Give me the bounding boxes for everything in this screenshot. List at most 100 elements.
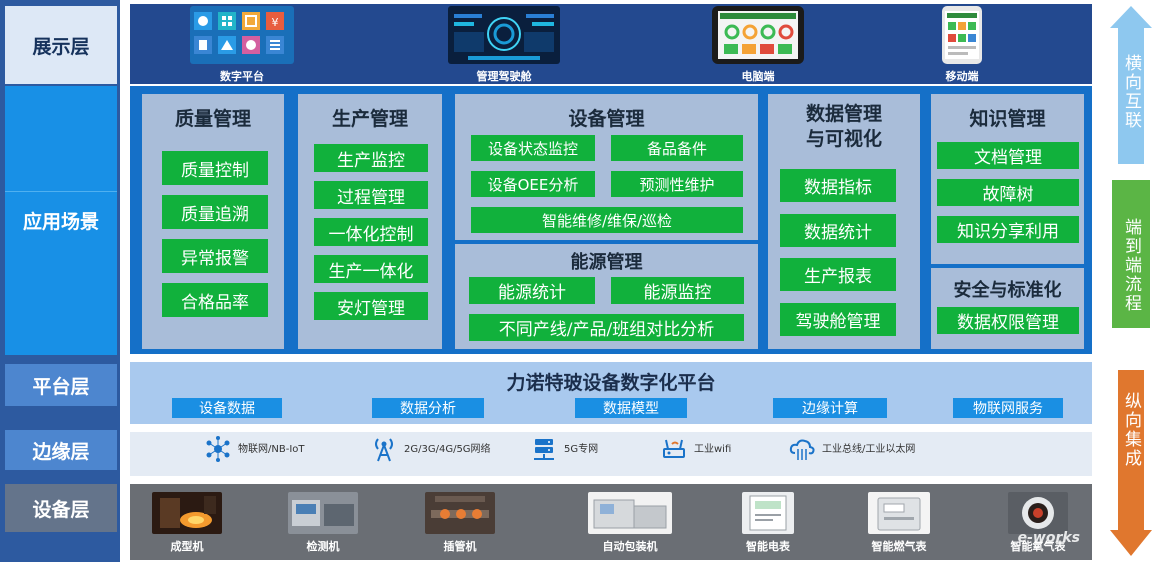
layer-divider	[5, 191, 117, 192]
layer-display-label: 展示层	[5, 6, 117, 84]
oxygen-meter-photo	[1008, 492, 1068, 534]
device-label: 智能电表	[746, 540, 790, 553]
data-mgmt-item-cockpit[interactable]: 驾驶舱管理	[780, 303, 896, 336]
edge-item-label: 工业总线/工业以太网	[822, 443, 916, 455]
end-to-end-text: 端到端流程	[1112, 218, 1150, 320]
equipment-item-status[interactable]: 设备状态监控	[471, 135, 595, 161]
display-band: ¥ 数字平台 管理驾驶舱	[130, 4, 1092, 84]
device-label: 成型机	[170, 540, 204, 553]
display-item-desktop[interactable]: 电脑端	[712, 6, 804, 84]
platform-tag-iot-service[interactable]: 物联网服务	[953, 398, 1063, 418]
data-mgmt-item-indicators[interactable]: 数据指标	[780, 169, 896, 202]
energy-item-monitor[interactable]: 能源监控	[611, 277, 744, 304]
device-forming-machine: 成型机	[152, 492, 222, 554]
knowledge-item-documents[interactable]: 文档管理	[937, 142, 1079, 169]
tube-machine-photo	[425, 492, 495, 534]
layer-platform-label: 平台层	[5, 364, 117, 406]
edge-item-fieldbus: 工业总线/工业以太网	[788, 435, 932, 463]
device-packaging-machine: 自动包装机	[588, 492, 672, 554]
platform-tag-analysis[interactable]: 数据分析	[372, 398, 484, 418]
equipment-item-oee[interactable]: 设备OEE分析	[471, 171, 595, 197]
edge-item-label: 5G专网	[564, 443, 599, 455]
horizontal-interconnect-arrow: 横向互联	[1110, 6, 1152, 164]
data-mgmt-panel: 数据管理 与可视化 数据指标 数据统计 生产报表 驾驶舱管理	[768, 94, 920, 349]
production-item-integrated-control[interactable]: 一体化控制	[314, 218, 428, 246]
platform-title: 力诺特玻设备数字化平台	[506, 372, 716, 394]
quality-item-control[interactable]: 质量控制	[162, 151, 268, 185]
iot-network-icon	[206, 436, 230, 462]
device-tube-machine: 插管机	[425, 492, 495, 554]
equipment-item-spares[interactable]: 备品备件	[611, 135, 743, 161]
edge-item-wifi: 工业wifi	[660, 435, 764, 463]
electric-meter-photo	[742, 492, 794, 534]
end-to-end-bar: 端到端流程	[1112, 180, 1150, 328]
app-grid-icon: ¥	[190, 6, 294, 64]
watermark: e-works	[1017, 530, 1080, 546]
production-item-process[interactable]: 过程管理	[314, 181, 428, 209]
device-inspection-machine: 检测机	[288, 492, 358, 554]
vertical-integration-arrow: 纵向集成	[1110, 370, 1152, 556]
energy-item-statistics[interactable]: 能源统计	[469, 277, 595, 304]
equipment-panel: 设备管理 设备状态监控 备品备件 设备OEE分析 预测性维护 智能维修/维保/巡…	[455, 94, 758, 240]
display-item-digital-platform[interactable]: ¥ 数字平台	[190, 6, 294, 84]
device-electric-meter: 智能电表	[742, 492, 794, 554]
vertical-integration-text: 纵向集成	[1110, 392, 1152, 475]
equipment-item-maintenance[interactable]: 智能维修/维保/巡检	[471, 207, 743, 233]
quality-item-pass-rate[interactable]: 合格品率	[162, 283, 268, 317]
quality-item-trace[interactable]: 质量追溯	[162, 195, 268, 229]
knowledge-item-sharing[interactable]: 知识分享利用	[937, 216, 1079, 243]
svg-text:¥: ¥	[272, 16, 279, 29]
equipment-item-predictive[interactable]: 预测性维护	[611, 171, 743, 197]
forming-machine-photo	[152, 492, 222, 534]
display-item-cockpit[interactable]: 管理驾驶舱	[448, 6, 560, 84]
edge-item-cellular: 2G/3G/4G/5G网络	[370, 435, 500, 463]
quality-item-alarm[interactable]: 异常报警	[162, 239, 268, 273]
knowledge-item-fault-tree[interactable]: 故障树	[937, 179, 1079, 206]
data-mgmt-item-report[interactable]: 生产报表	[780, 258, 896, 291]
device-label: 检测机	[306, 540, 340, 553]
platform-tag-model[interactable]: 数据模型	[575, 398, 687, 418]
production-item-integration[interactable]: 生产一体化	[314, 255, 428, 283]
edge-item-label: 工业wifi	[694, 443, 732, 455]
display-item-label: 电脑端	[741, 70, 775, 83]
device-band: 成型机 检测机 插管机	[130, 484, 1092, 560]
inspection-machine-photo	[288, 492, 358, 534]
dashboard-screen-icon	[448, 6, 560, 64]
data-mgmt-title: 数据管理 与可视化	[768, 102, 920, 152]
production-panel: 生产管理 生产监控 过程管理 一体化控制 生产一体化 安灯管理	[298, 94, 442, 349]
signal-tower-icon	[375, 438, 393, 462]
device-gas-meter: 智能燃气表	[868, 492, 930, 554]
display-item-label: 管理驾驶舱	[476, 70, 532, 83]
application-area: 质量管理 质量控制 质量追溯 异常报警 合格品率 生产管理 生产监控 过程管理 …	[130, 86, 1092, 354]
gas-meter-photo	[868, 492, 930, 534]
edge-item-label: 物联网/NB-IoT	[238, 443, 305, 455]
device-label: 智能燃气表	[871, 540, 927, 553]
edge-band: 物联网/NB-IoT 2G/3G/4G/5G网络 5G专网	[130, 432, 1092, 476]
horizontal-interconnect-text: 横向互联	[1110, 54, 1152, 137]
edge-item-5g-private: 5G专网	[530, 435, 634, 463]
production-item-monitor[interactable]: 生产监控	[314, 144, 428, 172]
down-arrow-shape	[1110, 370, 1152, 556]
energy-item-comparison[interactable]: 不同产线/产品/班组对比分析	[469, 314, 744, 341]
safety-item-permissions[interactable]: 数据权限管理	[937, 307, 1079, 334]
edge-item-label: 2G/3G/4G/5G网络	[404, 443, 491, 455]
horizontal-interconnect-label: 横向互联	[1121, 54, 1141, 130]
mobile-phone-icon	[942, 6, 982, 64]
layer-edge-label: 边缘层	[5, 430, 117, 470]
knowledge-panel: 知识管理 文档管理 故障树 知识分享利用	[931, 94, 1084, 264]
data-mgmt-item-statistics[interactable]: 数据统计	[780, 214, 896, 247]
display-item-label: 移动端	[945, 70, 979, 83]
display-item-label: 数字平台	[220, 70, 264, 83]
platform-tag-edge-computing[interactable]: 边缘计算	[773, 398, 887, 418]
device-label: 插管机	[443, 540, 477, 553]
display-item-mobile[interactable]: 移动端	[942, 6, 982, 84]
energy-panel: 能源管理 能源统计 能源监控 不同产线/产品/班组对比分析	[455, 244, 758, 349]
vertical-integration-label: 纵向集成	[1121, 392, 1141, 468]
production-item-andon[interactable]: 安灯管理	[314, 292, 428, 320]
platform-tag-device-data[interactable]: 设备数据	[172, 398, 282, 418]
edge-item-iot: 物联网/NB-IoT	[204, 435, 308, 463]
safety-title: 安全与标准化	[953, 280, 1062, 301]
layer-application-label: 应用场景	[22, 211, 99, 233]
energy-title: 能源管理	[570, 252, 643, 273]
cloud-network-icon	[789, 439, 815, 460]
